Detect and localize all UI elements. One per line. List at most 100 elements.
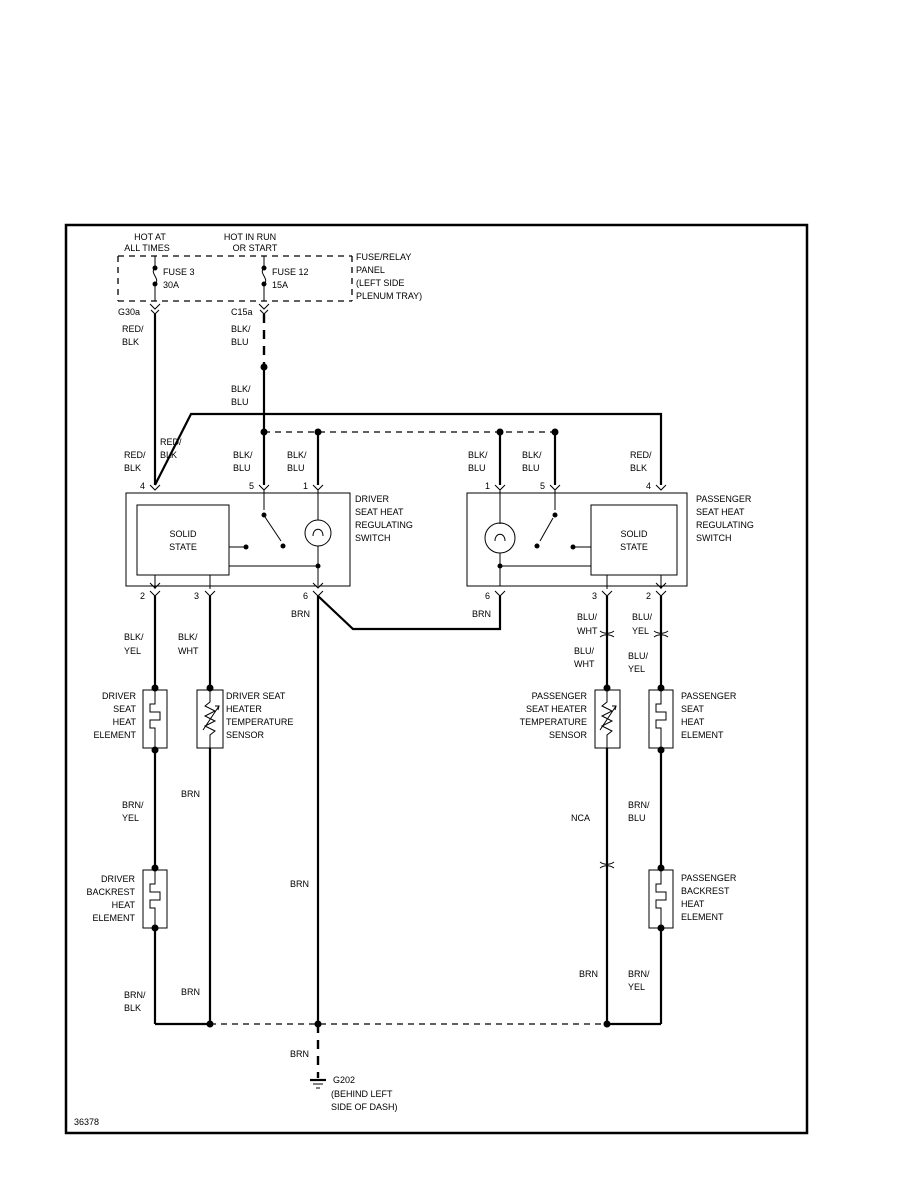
svg-text:BLU: BLU: [468, 463, 486, 473]
svg-text:RED/: RED/: [160, 437, 182, 447]
svg-text:BLK/: BLK/: [231, 324, 251, 334]
svg-text:HEAT: HEAT: [113, 717, 137, 727]
svg-text:BLU: BLU: [628, 813, 646, 823]
connector-g30a-label: G30a: [118, 307, 140, 317]
svg-text:YEL: YEL: [628, 664, 645, 674]
svg-text:5: 5: [249, 481, 254, 491]
fuse-panel-label-2: PANEL: [356, 265, 385, 275]
svg-text:PASSENGER: PASSENGER: [681, 691, 737, 701]
svg-text:PASSENGER: PASSENGER: [532, 691, 588, 701]
svg-text:SWITCH: SWITCH: [355, 533, 391, 543]
svg-text:RED/: RED/: [122, 324, 144, 334]
hot-in-run-label-2: OR START: [233, 243, 278, 253]
svg-text:SENSOR: SENSOR: [226, 730, 265, 740]
passenger-seat-temperature-sensor: PASSENGER SEAT HEATER TEMPERATURE SENSOR: [520, 684, 621, 749]
svg-text:BLU: BLU: [287, 463, 305, 473]
indicator-lamp-passenger-icon: [484, 522, 516, 554]
driver-seat-heat-switch: 4 5 1 SOLID STATE DRIVER SEAT HEAT REGUL…: [125, 481, 413, 601]
svg-text:6: 6: [303, 591, 308, 601]
svg-text:BRN/: BRN/: [124, 990, 146, 1000]
svg-text:2: 2: [140, 591, 145, 601]
svg-text:BLK/: BLK/: [468, 450, 488, 460]
svg-text:HEAT: HEAT: [112, 900, 136, 910]
svg-text:BLK: BLK: [124, 1003, 141, 1013]
solid-state-module-passenger: [590, 504, 678, 576]
svg-text:BRN: BRN: [181, 789, 200, 799]
svg-text:ELEMENT: ELEMENT: [92, 913, 135, 923]
fuse-12-rating: 15A: [272, 280, 288, 290]
svg-text:4: 4: [140, 481, 145, 491]
connector-g30a: [149, 303, 161, 310]
svg-text:REGULATING: REGULATING: [696, 520, 754, 530]
svg-text:WHT: WHT: [577, 626, 598, 636]
hot-in-run-label: HOT IN RUN: [224, 232, 276, 242]
svg-text:BLK/: BLK/: [233, 450, 253, 460]
svg-text:DRIVER: DRIVER: [101, 874, 136, 884]
passenger-backrest-heat-element: PASSENGER BACKREST HEAT ELEMENT: [648, 864, 737, 932]
svg-text:WHT: WHT: [574, 659, 595, 669]
hot-at-all-times-label-2: ALL TIMES: [124, 243, 170, 253]
diagram-frame: [64, 223, 809, 1135]
svg-text:(BEHIND LEFT: (BEHIND LEFT: [331, 1089, 393, 1099]
svg-text:BRN: BRN: [291, 609, 310, 619]
svg-text:DRIVER: DRIVER: [355, 494, 390, 504]
svg-text:BLU/: BLU/: [628, 651, 649, 661]
indicator-lamp-driver-icon: [304, 519, 332, 547]
ground-icon: [310, 1078, 326, 1089]
svg-text:BLU/: BLU/: [577, 612, 598, 622]
svg-text:STATE: STATE: [620, 542, 648, 552]
svg-text:NCA: NCA: [571, 813, 590, 823]
svg-text:BACKREST: BACKREST: [681, 886, 730, 896]
svg-text:SEAT: SEAT: [113, 704, 136, 714]
driver-seat-temperature-sensor: DRIVER SEAT HEATER TEMPERATURE SENSOR: [196, 684, 293, 749]
svg-text:YEL: YEL: [628, 982, 645, 992]
svg-text:BLK/: BLK/: [287, 450, 307, 460]
svg-text:RED/: RED/: [124, 450, 146, 460]
driver-seat-heat-element: DRIVER SEAT HEAT ELEMENT: [93, 684, 168, 754]
wire-red-blk-bus: [154, 412, 663, 486]
svg-text:5: 5: [540, 481, 545, 491]
svg-text:BLK/: BLK/: [522, 450, 542, 460]
svg-text:YEL: YEL: [124, 646, 141, 656]
svg-text:BLU: BLU: [231, 337, 249, 347]
svg-text:REGULATING: REGULATING: [355, 520, 413, 530]
svg-text:BRN: BRN: [579, 969, 598, 979]
svg-text:1: 1: [303, 481, 308, 491]
fuse-relay-panel: FUSE/RELAY PANEL (LEFT SIDE PLENUM TRAY): [117, 252, 422, 302]
svg-text:SEAT HEATER: SEAT HEATER: [526, 704, 588, 714]
fuse-3-rating: 30A: [163, 280, 179, 290]
svg-text:SEAT: SEAT: [681, 704, 704, 714]
fuse-panel-label-3: (LEFT SIDE: [356, 278, 404, 288]
fuse-12-label: FUSE 12: [272, 267, 309, 277]
svg-text:TEMPERATURE: TEMPERATURE: [226, 717, 293, 727]
svg-text:ELEMENT: ELEMENT: [681, 730, 724, 740]
svg-text:PASSENGER: PASSENGER: [696, 494, 752, 504]
svg-text:6: 6: [485, 591, 490, 601]
connector-c15a: [258, 303, 270, 310]
svg-text:STATE: STATE: [169, 542, 197, 552]
svg-text:3: 3: [592, 591, 597, 601]
svg-text:BRN/: BRN/: [628, 969, 650, 979]
fuse-3: FUSE 3 30A: [152, 256, 195, 301]
svg-text:BLU: BLU: [522, 463, 540, 473]
svg-text:ELEMENT: ELEMENT: [93, 730, 136, 740]
svg-text:BRN: BRN: [290, 879, 309, 889]
svg-text:YEL: YEL: [122, 813, 139, 823]
svg-text:SENSOR: SENSOR: [549, 730, 588, 740]
solid-state-module-driver: [136, 504, 230, 576]
connector-c15a-label: C15a: [231, 307, 253, 317]
svg-text:4: 4: [646, 481, 651, 491]
svg-text:SEAT HEAT: SEAT HEAT: [355, 507, 404, 517]
svg-text:BLK/: BLK/: [124, 632, 144, 642]
svg-text:WHT: WHT: [178, 646, 199, 656]
passenger-seat-heat-element: PASSENGER SEAT HEAT ELEMENT: [648, 684, 737, 754]
svg-text:1: 1: [485, 481, 490, 491]
svg-text:BLU: BLU: [231, 397, 249, 407]
fuse-12: FUSE 12 15A: [261, 256, 309, 301]
svg-text:SWITCH: SWITCH: [696, 533, 732, 543]
svg-text:SOLID: SOLID: [620, 529, 648, 539]
svg-text:BRN: BRN: [290, 1049, 309, 1059]
svg-text:HEAT: HEAT: [681, 899, 705, 909]
svg-text:3: 3: [194, 591, 199, 601]
svg-text:BLU/: BLU/: [632, 612, 653, 622]
